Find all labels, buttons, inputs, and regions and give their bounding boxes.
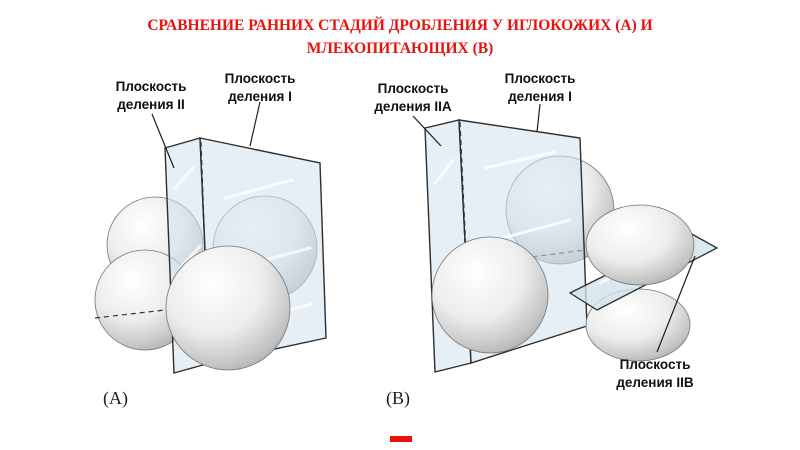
label-plane-i-figure-a: Плоскость деления I: [205, 70, 315, 105]
blastomere-front: [165, 245, 291, 371]
glass-streak: [173, 166, 195, 190]
label-line: деления IIВ: [616, 374, 694, 390]
figure-a-drawing: [94, 101, 327, 374]
pointer-plane-i: [249, 101, 261, 147]
label-line: деления II: [117, 96, 185, 112]
pointer-plane-iia: [412, 115, 442, 147]
slide-title: СРАВНЕНИЕ РАННИХ СТАДИЙ ДРОБЛЕНИЯ У ИГЛО…: [0, 14, 800, 61]
figure-a-caption: (А): [103, 388, 128, 408]
glass-streak: [483, 150, 557, 170]
label-plane-iib-figure-b: Плоскость деления IIВ: [595, 356, 715, 391]
glass-streak: [223, 178, 294, 200]
glass-streak: [178, 244, 202, 270]
glass-streak: [493, 218, 572, 242]
figure-b-caption: (В): [386, 388, 410, 408]
pointer-plane-ii: [151, 113, 175, 169]
label-plane-ii-figure-a: Плоскость деления II: [95, 78, 207, 113]
label-line: Плоскость: [224, 71, 296, 86]
label-line: деления IIА: [374, 98, 452, 114]
label-line: Плоскость: [377, 81, 449, 96]
label-line: Плоскость: [504, 71, 576, 86]
label-line: деления I: [508, 88, 572, 104]
hidden-edge-dashed: [94, 309, 166, 319]
label-line: Плоскость: [619, 357, 691, 372]
glass-streak: [433, 158, 455, 185]
label-plane-iia-figure-b: Плоскость деления IIА: [356, 80, 470, 115]
label-line: деления I: [228, 88, 292, 104]
figure-b-drawing: [412, 103, 719, 373]
label-plane-i-figure-b: Плоскость деления I: [485, 70, 595, 105]
label-line: Плоскость: [115, 79, 187, 94]
pointer-plane-i: [536, 103, 541, 133]
footer-accent-mark: [390, 436, 412, 442]
blastomere-lower-left: [431, 236, 549, 354]
slide-title-line-2: МЛЕКОПИТАЮЩИХ (В): [306, 40, 494, 58]
pointer-plane-iib: [656, 255, 696, 353]
blastomere-upper-right: [585, 204, 695, 286]
slide-title-line-1: СРАВНЕНИЕ РАННИХ СТАДИЙ ДРОБЛЕНИЯ У ИГЛО…: [147, 17, 653, 34]
